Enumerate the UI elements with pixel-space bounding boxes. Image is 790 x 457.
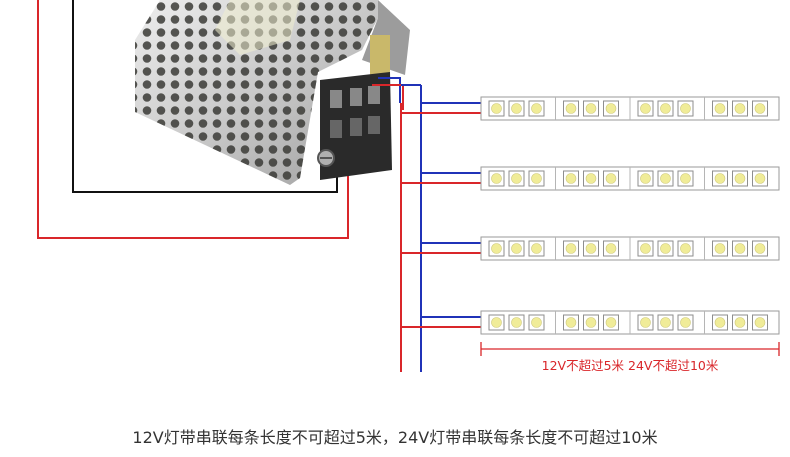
led-light — [565, 103, 577, 114]
led-light — [640, 317, 651, 328]
led-light — [660, 103, 671, 114]
led-light — [511, 243, 522, 254]
led-light — [714, 173, 726, 184]
led-light — [734, 103, 746, 114]
led-light — [734, 173, 746, 184]
led-light — [714, 243, 726, 254]
led-light — [680, 103, 691, 114]
led-light — [585, 317, 597, 328]
led-light — [660, 243, 671, 254]
terminal-block — [317, 72, 392, 180]
led-light — [491, 103, 502, 114]
led-light — [714, 317, 726, 328]
led-light — [680, 243, 691, 254]
led-light — [491, 173, 502, 184]
power-supply-image — [135, 0, 410, 185]
led-light — [565, 243, 577, 254]
led-light — [511, 103, 522, 114]
caption: 12V灯带串联每条长度不可超过5米，24V灯带串联每条长度不可超过10米 — [132, 428, 658, 447]
led-light — [680, 173, 691, 184]
led-light — [734, 243, 746, 254]
led-light — [680, 317, 691, 328]
led-light — [640, 103, 651, 114]
led-light — [531, 317, 542, 328]
led-light — [491, 243, 502, 254]
led-light — [531, 243, 542, 254]
led-light — [754, 317, 766, 328]
led-light — [640, 173, 651, 184]
led-light — [734, 317, 746, 328]
led-light — [531, 173, 542, 184]
led-light — [605, 103, 617, 114]
led-light — [531, 103, 542, 114]
led-light — [491, 317, 502, 328]
led-light — [565, 173, 577, 184]
led-light — [605, 173, 617, 184]
led-light — [605, 243, 617, 254]
led-light — [640, 243, 651, 254]
led-light — [511, 317, 522, 328]
length-limit-label: 12V不超过5米 24V不超过10米 — [541, 358, 719, 373]
led-light — [605, 317, 617, 328]
led-light — [585, 103, 597, 114]
led-light — [585, 243, 597, 254]
led-light — [714, 103, 726, 114]
range-dimension-line — [480, 342, 780, 356]
led-light — [565, 317, 577, 328]
led-light — [754, 173, 766, 184]
led-light — [754, 243, 766, 254]
supply-blue-lead — [378, 77, 401, 103]
led-light — [754, 103, 766, 114]
led-light — [660, 317, 671, 328]
led-light — [660, 173, 671, 184]
led-light — [585, 173, 597, 184]
led-light — [511, 173, 522, 184]
